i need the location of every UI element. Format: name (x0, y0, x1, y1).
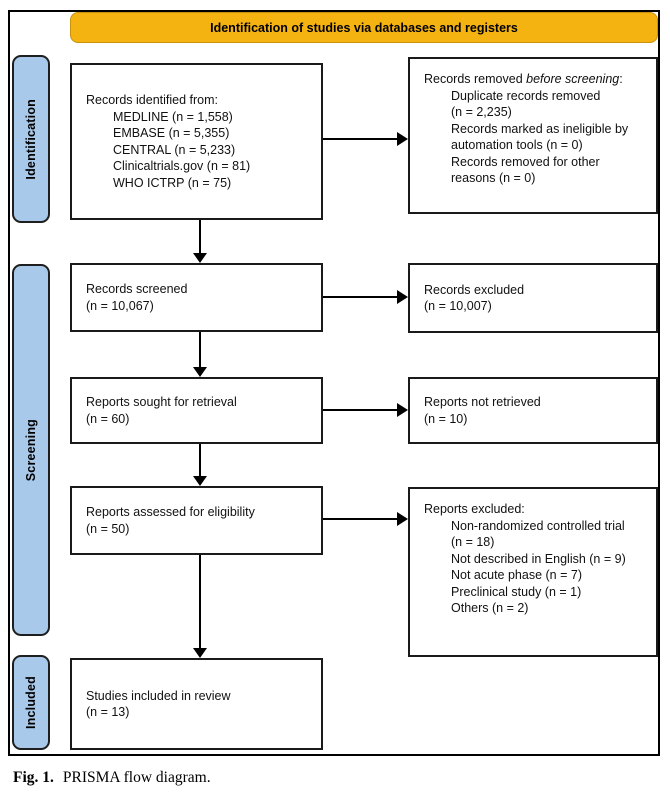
box-reports-sought: Reports sought for retrieval (n = 60) (70, 377, 323, 444)
list-item: EMBASE (n = 5,355) (113, 126, 230, 140)
figure-caption: Fig. 1. PRISMA flow diagram. (13, 769, 211, 787)
arrow-right-4-head-icon (397, 512, 408, 526)
list-item: Clinicaltrials.gov (n = 81) (113, 159, 251, 173)
list-item: Not acute phase (n = 7) (451, 568, 582, 582)
list-item: Others (n = 2) (451, 601, 529, 615)
box-line: (n = 10,007) (424, 299, 492, 313)
caption-label: Fig. 1. (13, 769, 54, 786)
box-line: (n = 10,067) (86, 298, 154, 313)
box-title: Records removed before screening: (424, 72, 623, 86)
list-item: CENTRAL (n = 5,233) (113, 142, 236, 157)
list-item: MEDLINE (n = 1,558) (113, 109, 233, 124)
arrow-right-1-line (323, 138, 397, 140)
list-item: Records removed for other reasons (n = 0… (451, 154, 600, 186)
box-records-screened: Records screened (n = 10,067) (70, 263, 323, 332)
box-line: Reports not retrieved (424, 395, 541, 409)
box-reports-assessed: Reports assessed for eligibility (n = 50… (70, 486, 323, 555)
arrow-down-2-line (199, 332, 201, 368)
banner: Identification of studies via databases … (70, 12, 658, 43)
stage-label-screening: Screening (24, 418, 38, 482)
list-item: Not described in English (n = 9) (451, 551, 626, 566)
list-item: Duplicate records removed (n = 2,235) (451, 88, 601, 120)
box-records-identified: Records identified from: MEDLINE (n = 1,… (70, 63, 323, 220)
box-title: Records identified from: (86, 93, 219, 107)
arrow-down-3-line (199, 444, 201, 477)
arrow-down-1-line (199, 220, 201, 254)
box-line: Reports assessed for eligibility (86, 505, 255, 519)
arrow-down-2-head-icon (193, 367, 207, 377)
box-reports-excluded: Reports excluded: Non-randomized control… (408, 487, 658, 657)
stage-bar-screening: Screening (12, 264, 50, 636)
arrow-right-3-line (323, 409, 397, 411)
box-records-excluded: Records excluded (n = 10,007) (408, 263, 658, 333)
arrow-right-3-head-icon (397, 403, 408, 417)
arrow-down-4-head-icon (193, 648, 207, 658)
stage-bar-identification: Identification (12, 55, 50, 223)
stage-label-included: Included (24, 676, 38, 729)
box-reports-not-retrieved: Reports not retrieved (n = 10) (408, 377, 658, 444)
list-item: WHO ICTRP (n = 75) (113, 175, 232, 190)
arrow-down-1-head-icon (193, 253, 207, 263)
stage-bar-included: Included (12, 655, 50, 750)
arrow-right-1-head-icon (397, 132, 408, 146)
arrow-down-3-head-icon (193, 476, 207, 486)
arrow-right-2-head-icon (397, 290, 408, 304)
box-line: Records excluded (424, 282, 525, 297)
box-records-removed: Records removed before screening: Duplic… (408, 57, 658, 214)
arrow-right-2-line (323, 296, 397, 298)
box-title: Reports excluded: (424, 502, 525, 516)
stage-label-identification: Identification (24, 98, 38, 180)
box-line: (n = 10) (424, 411, 468, 426)
box-line: (n = 50) (86, 521, 130, 536)
box-line: (n = 60) (86, 411, 130, 426)
box-line: Studies included in review (86, 688, 231, 703)
list-item: Records marked as ineligible by automati… (451, 121, 629, 153)
box-line: Reports sought for retrieval (86, 395, 237, 409)
banner-label: Identification of studies via databases … (210, 20, 518, 35)
arrow-right-4-line (323, 518, 397, 520)
box-studies-included: Studies included in review (n = 13) (70, 658, 323, 750)
list-item: Non-randomized controlled trial (n = 18) (451, 518, 625, 550)
list-item: Preclinical study (n = 1) (451, 584, 582, 599)
box-line: Records screened (86, 282, 188, 296)
caption-text: PRISMA flow diagram. (62, 769, 211, 786)
box-line: (n = 13) (86, 705, 130, 719)
arrow-down-4-line (199, 555, 201, 649)
